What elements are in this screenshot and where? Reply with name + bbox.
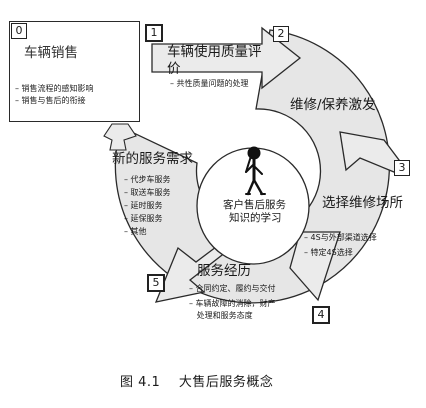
center-label-line2: 知识的学习 xyxy=(229,212,282,224)
needs-item-1: – 代步车服务 xyxy=(124,175,171,184)
needs-title: 新的服务需求 xyxy=(112,151,193,167)
sales-title: 车辆销售 xyxy=(24,45,78,61)
sales-item-2: – 销售与售后的衔接 xyxy=(15,96,86,105)
arrow-to-step4 xyxy=(289,231,341,302)
step3-item-2: – 特定4S选择 xyxy=(304,248,353,257)
arrow-to-needs xyxy=(103,123,137,151)
step1-item: – 共性质量问题的处理 xyxy=(170,79,249,88)
step5-item-1: – 合同约定、履约与交付 xyxy=(189,284,276,293)
arrow-to-step2 xyxy=(151,26,302,90)
step1-title-line2: 价 xyxy=(167,61,181,77)
step-number-3: 3 xyxy=(394,160,410,176)
step5-item-2: – 车辆故障的消除，财产 xyxy=(189,299,276,308)
step1-title-line1: 车辆使用质量评 xyxy=(167,44,262,60)
needs-item-5: – 其他 xyxy=(124,227,147,236)
step3-item-1: – 4S与外部渠道选择 xyxy=(304,233,377,242)
sales-item-1: – 销售流程的感知影响 xyxy=(15,84,94,93)
needs-item-3: – 延时服务 xyxy=(124,201,163,210)
step5-item-3: 处理和服务态度 xyxy=(189,311,253,320)
thinking-person-icon xyxy=(245,146,266,196)
step-number-0: 0 xyxy=(11,23,27,39)
step-number-5: 5 xyxy=(147,274,165,292)
step2-title: 维修/保养激发 xyxy=(290,97,376,113)
needs-item-2: – 取送车服务 xyxy=(124,188,171,197)
center-label-line1: 客户售后服务 xyxy=(223,199,286,211)
step3-title: 选择维修场所 xyxy=(322,195,403,211)
step-number-4: 4 xyxy=(312,306,330,324)
sales-box xyxy=(9,21,140,122)
step-number-1: 1 xyxy=(145,24,163,42)
step5-title: 服务经历 xyxy=(197,263,251,279)
needs-item-4: – 延保服务 xyxy=(124,214,163,223)
figure-caption: 图 4.1 大售后服务概念 xyxy=(120,375,274,390)
step-number-2: 2 xyxy=(273,26,289,42)
